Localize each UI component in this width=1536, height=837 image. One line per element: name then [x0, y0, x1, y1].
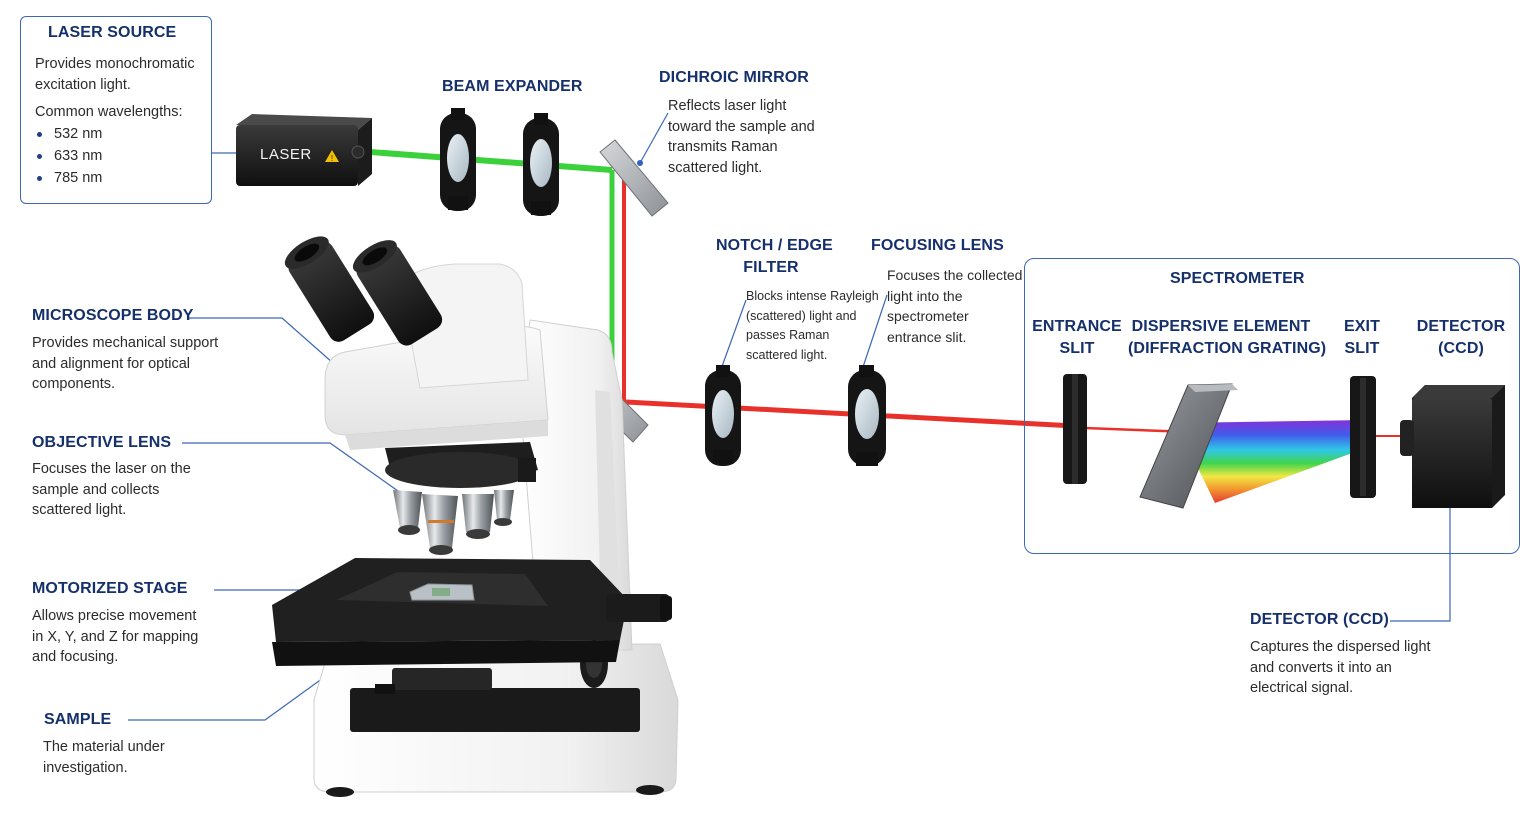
objective-lenses [393, 490, 514, 555]
entrance-slit-title: ENTRANCE SLIT [1028, 316, 1126, 360]
microscope [272, 230, 678, 797]
microscope-body-title: MICROSCOPE BODY [32, 307, 194, 325]
wavelength-item: 633 nm [35, 145, 102, 167]
dispersive-element-title: DISPERSIVE ELEMENT (DIFFRACTION GRATING) [1128, 316, 1314, 360]
sample-title: SAMPLE [44, 711, 111, 729]
wavelength-item: 785 nm [35, 167, 102, 189]
notch-filter-mount [705, 365, 741, 466]
focusing-lens-mount [848, 365, 886, 466]
wavelength-list: 532 nm 633 nm 785 nm [35, 123, 102, 189]
wavelength-item: 532 nm [35, 123, 102, 145]
detector-ccd-desc: Captures the dispersed light and convert… [1250, 637, 1431, 699]
sample-desc: The material under investigation. [43, 737, 165, 778]
svg-text:!: ! [331, 154, 333, 163]
wavelength-heading: Common wavelengths: [35, 102, 183, 123]
notch-filter-title: NOTCH / EDGE FILTER [716, 235, 826, 279]
focusing-lens-desc: Focuses the collected light into the spe… [887, 265, 1022, 347]
objective-lens-desc: Focuses the laser on the sample and coll… [32, 459, 191, 521]
spectrometer-box [1024, 258, 1520, 554]
motorized-stage-desc: Allows precise movement in X, Y, and Z f… [32, 606, 198, 668]
laser-device-label: LASER [260, 146, 312, 163]
microscope-body-desc: Provides mechanical support and alignmen… [32, 333, 218, 395]
objective-lens-title: OBJECTIVE LENS [32, 434, 171, 452]
notch-filter-desc: Blocks intense Rayleigh (scattered) ligh… [746, 287, 879, 365]
dichroic-mirror-desc: Reflects laser light toward the sample a… [668, 96, 815, 178]
spectrometer-title: SPECTROMETER [1170, 270, 1305, 288]
dichroic-mirror-title: DICHROIC MIRROR [659, 69, 809, 87]
beam-expander-title: BEAM EXPANDER [442, 78, 583, 96]
focusing-lens-title: FOCUSING LENS [871, 237, 1004, 255]
detector-ccd-title: DETECTOR (CCD) [1250, 611, 1389, 629]
exit-slit-title: EXIT SLIT [1332, 316, 1392, 360]
motorized-stage-title: MOTORIZED STAGE [32, 580, 188, 598]
laser-source-desc: Provides monochromatic excitation light. [35, 54, 195, 95]
laser-source-title: LASER SOURCE [48, 24, 176, 42]
spectrometer-detector-title: DETECTOR (CCD) [1412, 316, 1510, 360]
